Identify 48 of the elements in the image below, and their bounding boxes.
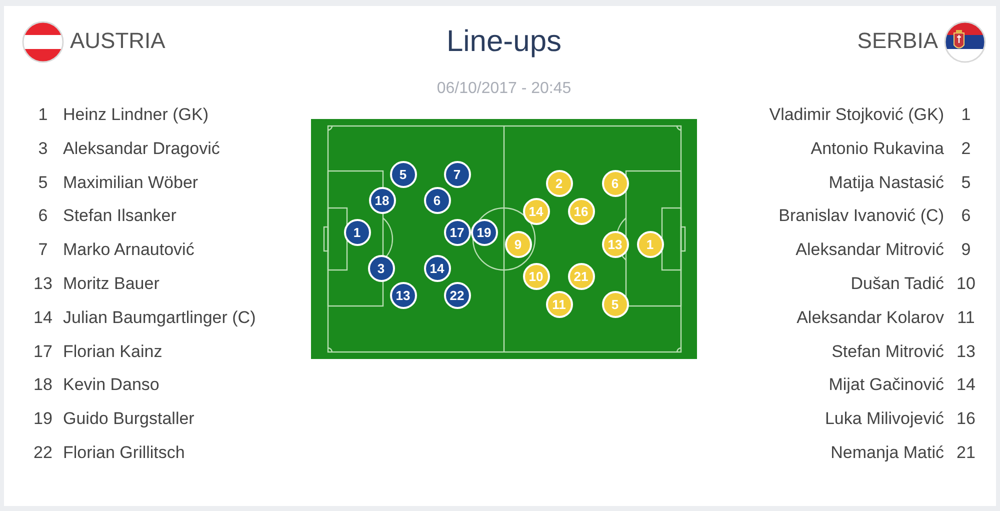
player-name: Vladimir Stojković (GK)	[769, 105, 944, 125]
shirt-number: 16	[956, 409, 976, 430]
shirt-number: 14	[956, 375, 976, 396]
date-time: 06/10/2017 - 20:45	[436, 79, 572, 99]
player-name: Julian Baumgartlinger (C)	[63, 308, 256, 328]
page-title: Line-ups	[445, 24, 563, 60]
player-name: Heinz Lindner (GK)	[63, 105, 209, 125]
player-name: Antonio Rukavina	[810, 138, 944, 159]
team-name: SERBIA	[857, 28, 938, 54]
shirt-number: 17	[32, 342, 54, 362]
shirt-number: 13	[32, 274, 54, 294]
shirt-number: 10	[956, 274, 976, 294]
player-name: Florian Grillitsch	[63, 443, 185, 463]
shirt-number: 6	[960, 206, 972, 226]
player-name: Mijat Gačinović	[828, 375, 944, 396]
shirt-number: 3	[37, 138, 49, 159]
player-name: Moritz Bauer	[63, 274, 160, 294]
shirt-number: 14	[32, 308, 54, 328]
player-name: Branislav Ivanović (C)	[778, 206, 944, 226]
shirt-number: 22	[32, 443, 54, 463]
shirt-number: 5	[960, 172, 972, 193]
player-name: Maximilian Wöber	[63, 172, 198, 193]
shirt-number: 1	[960, 105, 972, 125]
player-name: Luka Milivojević	[824, 409, 944, 430]
player-name: Kevin Danso	[63, 375, 160, 396]
shirt-number: 6	[37, 206, 49, 226]
shirt-number: 13	[956, 342, 976, 362]
player-name: Florian Kainz	[63, 342, 162, 362]
player-name: Aleksandar Mitrović	[796, 240, 944, 260]
shirt-number: 2	[960, 138, 972, 159]
shirt-number: 11	[956, 308, 976, 328]
team-name: AUSTRIA	[70, 28, 166, 54]
shirt-number: 7	[37, 240, 49, 260]
shirt-number: 19	[32, 409, 54, 430]
player-name: Marko Arnautović	[63, 240, 194, 260]
shirt-number: 5	[37, 172, 49, 193]
shirt-number: 18	[32, 375, 54, 396]
player-name: Nemanja Matić	[830, 443, 944, 463]
player-name: Aleksandar Dragović	[63, 138, 220, 159]
player-name: Stefan Mitrović	[832, 342, 944, 362]
player-name: Stefan Ilsanker	[63, 206, 176, 226]
shirt-number: 21	[956, 443, 976, 463]
player-name: Matija Nastasić	[828, 172, 944, 193]
player-name: Aleksandar Kolarov	[796, 308, 944, 328]
player-name: Dušan Tadić	[850, 274, 944, 294]
shirt-number: 9	[960, 240, 972, 260]
shirt-number: 1	[37, 105, 49, 125]
player-name: Guido Burgstaller	[63, 409, 194, 430]
